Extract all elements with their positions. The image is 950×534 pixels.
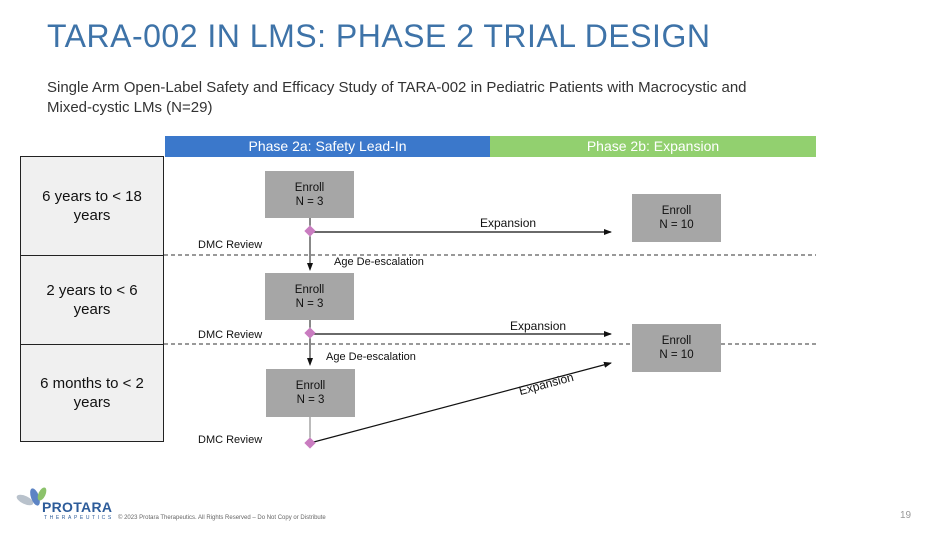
phase-2a-header: Phase 2a: Safety Lead-In xyxy=(165,136,490,157)
dmc-review-label-1: DMC Review xyxy=(198,239,263,251)
page-number: 19 xyxy=(900,510,912,521)
enroll-count: N = 10 xyxy=(659,219,694,231)
expansion-arrow-3 xyxy=(309,361,612,444)
enroll-box-expansion-2: Enroll N = 10 xyxy=(632,324,721,372)
age-deescalation-label-1: Age De-escalation xyxy=(334,256,424,268)
enroll-label: Enroll xyxy=(294,181,325,194)
protara-logo: PROTARA THERAPEUTICS xyxy=(14,486,113,522)
age-group-column: 6 years to < 18 years 2 years to < 6 yea… xyxy=(20,156,164,442)
phase-2b-header: Phase 2b: Expansion xyxy=(490,136,816,157)
logo-subtitle: THERAPEUTICS xyxy=(44,515,114,521)
age-group-6-18y: 6 years to < 18 years xyxy=(21,157,163,256)
expansion-label-1: Expansion xyxy=(480,216,537,230)
copyright-text: © 2023 Protara Therapeutics. All Rights … xyxy=(118,515,326,521)
slide-title: TARA-002 IN LMS: PHASE 2 TRIAL DESIGN xyxy=(47,18,711,54)
enroll-label: Enroll xyxy=(294,283,325,296)
enroll-box-expansion-1: Enroll N = 10 xyxy=(632,194,721,242)
enroll-count: N = 10 xyxy=(659,349,694,361)
expansion-label-2: Expansion xyxy=(510,319,567,333)
age-group-2-6y: 2 years to < 6 years xyxy=(21,256,163,345)
enroll-count: N = 3 xyxy=(295,297,324,310)
enroll-label: Enroll xyxy=(661,205,692,217)
dmc-review-diamond-2 xyxy=(304,327,316,339)
dmc-review-diamond-3 xyxy=(304,437,316,449)
enroll-count: N = 3 xyxy=(296,394,325,406)
dmc-review-label-2: DMC Review xyxy=(198,329,263,341)
age-group-6m-2y: 6 months to < 2 years xyxy=(40,375,144,411)
age-deescalation-label-2: Age De-escalation xyxy=(326,351,416,363)
enroll-box-leadin-3: Enroll N = 3 xyxy=(266,369,355,417)
dmc-review-label-3: DMC Review xyxy=(198,434,263,446)
dmc-review-diamond-1 xyxy=(304,225,316,237)
slide-subtitle: Single Arm Open-Label Safety and Efficac… xyxy=(47,79,747,116)
enroll-count: N = 3 xyxy=(295,195,324,208)
enroll-box-leadin-1: Enroll N = 3 xyxy=(265,171,354,218)
enroll-label: Enroll xyxy=(295,380,326,392)
enroll-box-leadin-2: Enroll N = 3 xyxy=(265,273,354,320)
enroll-label: Enroll xyxy=(661,335,692,347)
logo-name: PROTARA xyxy=(42,499,113,515)
leaf-icon xyxy=(16,487,47,506)
